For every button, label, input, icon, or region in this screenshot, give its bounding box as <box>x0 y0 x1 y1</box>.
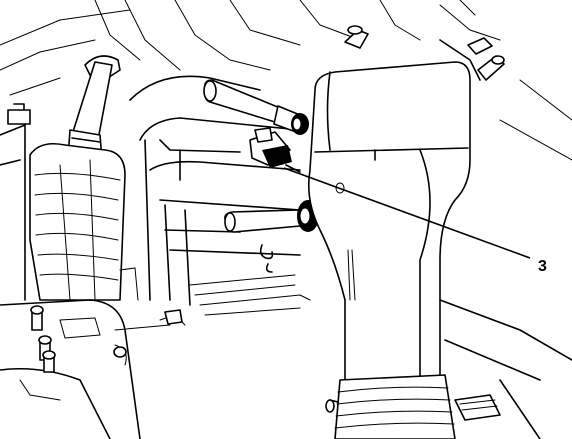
floor-plate <box>439 299 572 439</box>
switch-panel <box>0 299 186 439</box>
left-panel <box>0 103 139 301</box>
center-console <box>129 75 311 316</box>
middle-lever <box>224 200 319 233</box>
callout-leader-line <box>283 167 531 259</box>
callout-label: 3 <box>538 258 547 275</box>
joystick-bellows <box>325 374 456 439</box>
callout-3: 3 <box>283 167 547 275</box>
joystick-pod <box>307 61 471 386</box>
latch-assembly <box>249 127 301 173</box>
top-caps <box>344 25 505 81</box>
upper-lever <box>203 79 309 135</box>
left-lever-boot <box>29 142 126 301</box>
cab-frame <box>0 0 572 161</box>
left-lever <box>67 55 121 161</box>
